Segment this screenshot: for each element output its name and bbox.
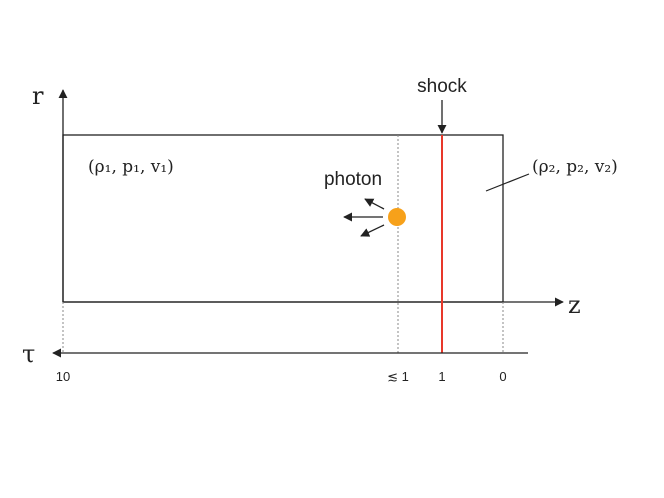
photon-arrow-up — [364, 198, 385, 210]
tau-tick-10: 10 — [56, 369, 70, 384]
tau-tick-0: 0 — [499, 369, 506, 384]
region1-label: (ρ₁, p₁, v₁) — [88, 157, 174, 177]
domain-box — [62, 134, 504, 303]
photon-label: photon — [324, 169, 382, 190]
shock-label: shock — [417, 76, 467, 97]
photon-dot — [388, 208, 406, 226]
r-axis-label: r — [32, 82, 44, 110]
photon-arrow-down — [360, 224, 385, 237]
tau-axis-label: τ — [22, 340, 35, 368]
tau-tick-1: 1 — [438, 369, 445, 384]
tau-tick-approx1: ≲ 1 — [387, 369, 409, 384]
region2-label: (ρ₂, p₂, v₂) — [532, 157, 618, 177]
z-axis-label: z — [568, 291, 581, 319]
region2-pointer — [485, 173, 530, 192]
